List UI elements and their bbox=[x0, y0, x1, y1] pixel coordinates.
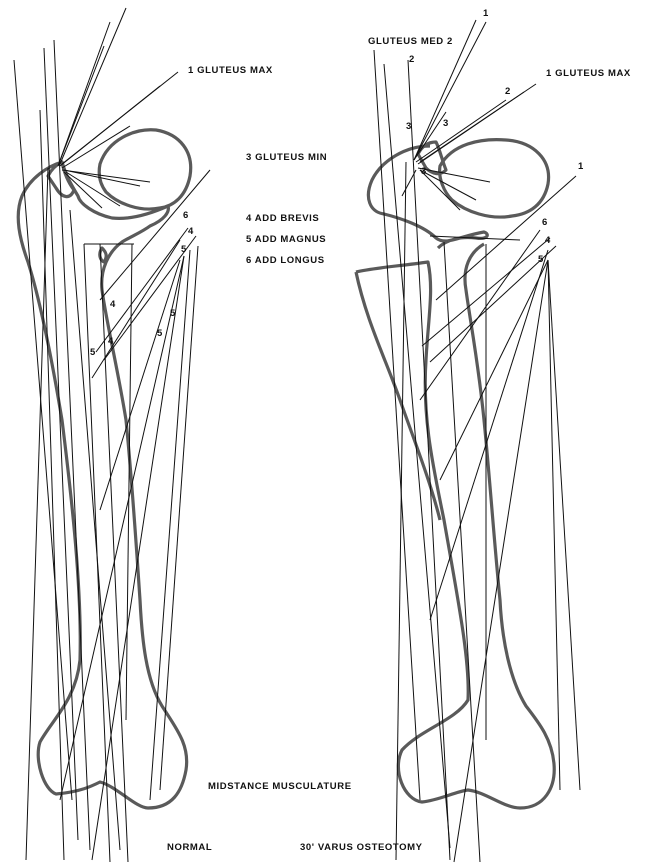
label-gluteus-max: 1 GLUTEUS MAX bbox=[188, 65, 273, 76]
label-gluteus-min: 3 GLUTEUS MIN bbox=[246, 152, 327, 163]
label-gluteus-max-right: 1 GLUTEUS MAX bbox=[546, 68, 631, 79]
marker-2: 2 bbox=[505, 86, 510, 97]
marker-5: 5 bbox=[157, 328, 163, 339]
marker-3: 3 bbox=[443, 118, 448, 129]
osteotomy-femur-shaft bbox=[356, 244, 554, 808]
marker-1: 1 bbox=[483, 8, 489, 19]
marker-1: 1 bbox=[578, 161, 584, 172]
osteotomy-wedge bbox=[356, 272, 440, 520]
marker-6: 6 bbox=[183, 210, 188, 221]
marker-4: 4 bbox=[545, 235, 551, 246]
caption-midstance: MIDSTANCE MUSCULATURE bbox=[208, 781, 352, 792]
marker-5: 5 bbox=[90, 347, 96, 358]
marker-3: 3 bbox=[406, 121, 411, 132]
marker-6: 6 bbox=[542, 217, 547, 228]
marker-4: 4 bbox=[110, 299, 116, 310]
label-gluteus-med: GLUTEUS MED 2 bbox=[368, 36, 453, 47]
caption-normal: NORMAL bbox=[167, 842, 212, 853]
label-add-longus: 6 ADD LONGUS bbox=[246, 255, 325, 266]
marker-4: 4 bbox=[188, 226, 194, 237]
caption-varus-osteotomy: 30' VARUS OSTEOTOMY bbox=[300, 842, 423, 853]
osteotomy-muscle-lines bbox=[374, 20, 580, 862]
normal-femoral-head bbox=[99, 130, 190, 209]
marker-5: 5 bbox=[181, 244, 187, 255]
label-add-brevis: 4 ADD BREVIS bbox=[246, 213, 319, 224]
marker-3: 3 bbox=[421, 166, 426, 177]
marker-5: 5 bbox=[538, 254, 544, 265]
number-markers: 6 4 5 4 5 4 5 5 1 2 2 3 3 3 1 6 4 5 bbox=[90, 8, 584, 358]
label-add-magnus: 5 ADD MAGNUS bbox=[246, 234, 326, 245]
marker-2: 2 bbox=[409, 54, 414, 65]
marker-4: 4 bbox=[108, 336, 114, 347]
marker-5: 5 bbox=[170, 308, 176, 319]
